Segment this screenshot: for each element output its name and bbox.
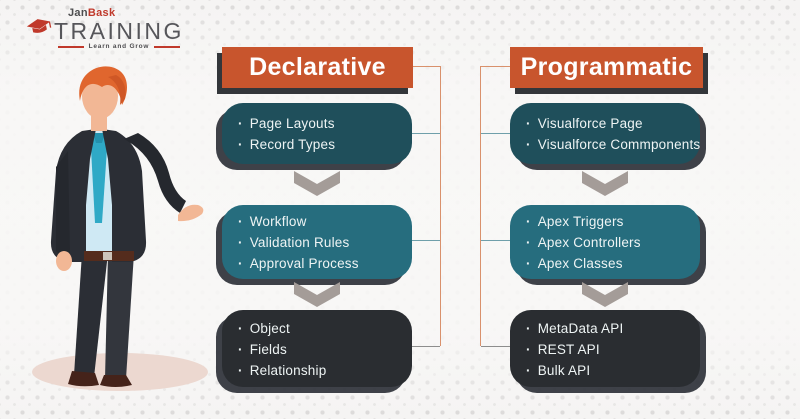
logo-training-wordmark: TRAINING (54, 18, 184, 44)
tagline-left-rule (57, 45, 84, 48)
janbask-training-logo: JanBask TRAINING Learn and Grow (26, 8, 186, 56)
connector-declarative-spine (440, 66, 441, 346)
connector-programmatic-spine (480, 66, 481, 346)
declarative-box-page-layouts: Page Layouts Record Types (222, 103, 412, 164)
graduation-cap-icon (26, 19, 52, 33)
connector-declarative-box3 (412, 346, 440, 347)
tagline-text: Learn and Grow (88, 43, 150, 50)
logo-brand-jan: Jan (68, 7, 88, 19)
programmatic-box-apex: Apex Triggers Apex Controllers Apex Clas… (510, 205, 700, 279)
declarative-box-workflow: Workflow Validation Rules Approval Proce… (222, 205, 412, 279)
list-item: REST API (526, 339, 692, 360)
list-item: Workflow (238, 211, 404, 232)
logo-tagline: Learn and Grow (57, 43, 181, 50)
list-item: Bulk API (526, 360, 692, 381)
list-item: Object (238, 318, 404, 339)
programmatic-box-api: MetaData API REST API Bulk API (510, 310, 700, 387)
connector-declarative-box2 (412, 240, 440, 241)
list-item: Apex Triggers (526, 211, 692, 232)
list-item: Fields (238, 339, 404, 360)
connector-declarative-header (412, 66, 441, 67)
logo-brand-name: JanBask (68, 8, 115, 19)
list-item: Apex Classes (526, 253, 692, 274)
connector-declarative-box1 (412, 133, 440, 134)
list-item: Relationship (238, 360, 404, 381)
connector-programmatic-header (481, 66, 510, 67)
list-item: Visualforce Page (526, 113, 692, 134)
logo-brand-bask: Bask (87, 7, 116, 19)
list-item: Page Layouts (238, 113, 404, 134)
list-item: Record Types (238, 134, 404, 155)
programmatic-header: Programmatic (510, 47, 703, 88)
programmatic-box-visualforce: Visualforce Page Visualforce Commponents (510, 103, 700, 164)
connector-programmatic-box3 (481, 346, 510, 347)
list-item: Apex Controllers (526, 232, 692, 253)
tagline-right-rule (154, 45, 181, 48)
list-item: Validation Rules (238, 232, 404, 253)
list-item: Visualforce Commponents (526, 134, 700, 155)
list-item: Approval Process (238, 253, 404, 274)
connector-programmatic-box1 (481, 133, 510, 134)
businessman-illustration (32, 66, 208, 391)
connector-programmatic-box2 (481, 240, 510, 241)
list-item: MetaData API (526, 318, 692, 339)
declarative-box-object: Object Fields Relationship (222, 310, 412, 387)
declarative-header: Declarative (222, 47, 413, 88)
